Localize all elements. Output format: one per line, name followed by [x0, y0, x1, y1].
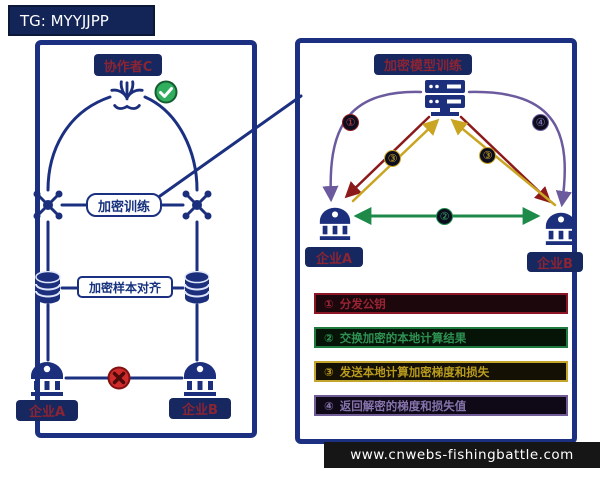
legend-label: 分发公钥: [339, 296, 386, 311]
model-network-icon-a: [31, 188, 65, 226]
company-a-label-left: 企业A: [16, 400, 78, 421]
step-badge-4: ④: [532, 114, 549, 131]
architecture-panel: [35, 40, 257, 438]
training-detail-title: 加密模型训练: [374, 54, 472, 75]
model-network-icon-b: [180, 188, 214, 226]
tg-watermark: TG: MYYJJPP: [8, 5, 155, 36]
check-icon: [154, 80, 178, 108]
sample-alignment-label: 加密样本对齐: [77, 276, 173, 298]
legend-label: 返回解密的梯度和损失值: [339, 398, 467, 413]
bank-icon-a: [28, 358, 66, 400]
database-icon-a: [34, 270, 62, 309]
bank-icon-right-b: [543, 207, 579, 251]
legend-number: ③: [324, 364, 334, 379]
fountain-icon: [108, 78, 146, 118]
legend-label: 交换加密的本地计算结果: [339, 330, 467, 345]
legend-item-1: ① 分发公钥: [314, 293, 568, 314]
legend-item-4: ④ 返回解密的梯度和损失值: [314, 395, 568, 416]
site-watermark: www.cnwebs-fishingbattle.com: [324, 442, 600, 468]
company-b-label-right: 企业B: [527, 252, 583, 272]
server-icon: [423, 76, 467, 122]
legend-number: ①: [324, 296, 334, 311]
legend-number: ④: [324, 398, 334, 413]
legend-item-2: ② 交换加密的本地计算结果: [314, 327, 568, 348]
step-badge-2: ②: [436, 208, 453, 225]
step-badge-1: ①: [342, 114, 359, 131]
legend-number: ②: [324, 330, 334, 345]
step-badge-3-left: ③: [384, 150, 401, 167]
step-badge-3-right: ③: [479, 147, 496, 164]
collaborator-label: 协作者C: [94, 54, 162, 76]
encrypted-training-label: 加密训练: [86, 193, 162, 217]
database-icon-b: [183, 270, 211, 309]
company-b-label-left: 企业B: [169, 398, 231, 419]
legend-label: 发送本地计算加密梯度和损失: [339, 364, 490, 379]
cross-icon: [107, 366, 131, 394]
bank-icon-right-a: [317, 202, 353, 246]
bank-icon-b: [181, 358, 219, 400]
legend-item-3: ③ 发送本地计算加密梯度和损失: [314, 361, 568, 382]
company-a-label-right: 企业A: [305, 247, 363, 267]
